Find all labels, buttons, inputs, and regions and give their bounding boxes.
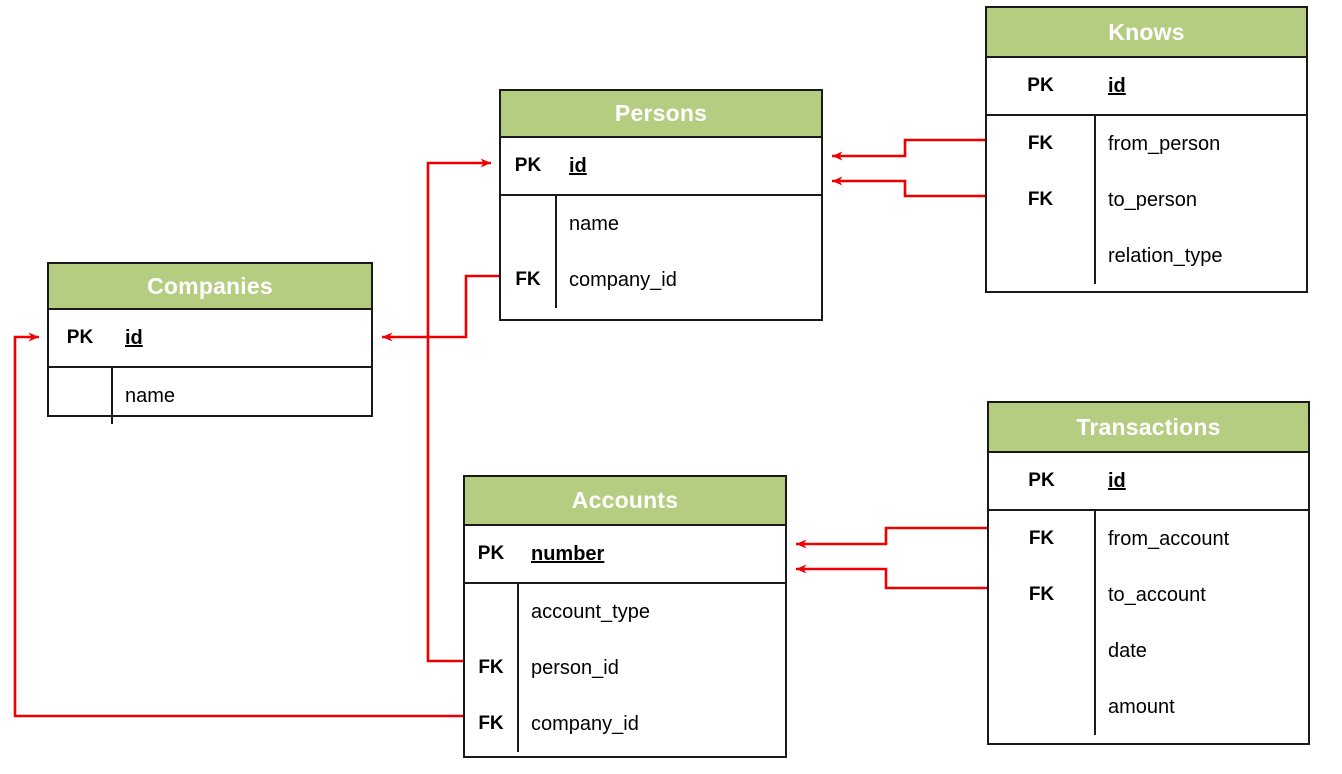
attribute-row[interactable]: FK person_id	[465, 640, 785, 696]
attribute-name: id	[1108, 74, 1126, 97]
attribute-key: FK	[478, 657, 504, 678]
attribute-name: id	[569, 154, 587, 177]
attribute-key: PK	[1028, 470, 1055, 491]
relationship-transactions-from-account[interactable]	[796, 526, 987, 549]
attribute-row[interactable]: name	[501, 196, 821, 252]
attribute-name: number	[531, 542, 605, 565]
attribute-row[interactable]: FK to_account	[989, 567, 1308, 623]
attribute-name: id	[1108, 469, 1126, 492]
attribute-key: FK	[1027, 189, 1054, 210]
attribute-row[interactable]: relation_type	[987, 228, 1306, 284]
attribute-key: PK	[477, 543, 505, 564]
attribute-key: PK	[66, 327, 94, 348]
attributes-section: name	[49, 368, 371, 424]
attribute-name: to_person	[1108, 188, 1197, 211]
entity-body-companies: PK id name	[49, 310, 371, 424]
attribute-name: name	[569, 212, 620, 235]
entity-header-persons: Persons	[501, 91, 821, 138]
attribute-name: date	[1108, 639, 1147, 662]
primary-key-section: PK id	[989, 453, 1308, 511]
entity-header-transactions: Transactions	[989, 403, 1308, 453]
key-column-divider	[1094, 116, 1096, 284]
attribute-name: company_id	[569, 268, 677, 291]
attribute-name: id	[125, 326, 143, 349]
attribute-name: name	[125, 384, 176, 407]
attribute-name: from_account	[1108, 527, 1230, 550]
attribute-name: amount	[1108, 695, 1175, 718]
primary-key-section: PK id	[987, 58, 1306, 116]
attribute-row[interactable]: PK id	[987, 58, 1306, 114]
attribute-row[interactable]: FK from_person	[987, 116, 1306, 172]
attribute-key: FK	[478, 713, 504, 734]
primary-key-section: PK number	[465, 526, 785, 584]
attribute-row[interactable]: name	[49, 368, 371, 424]
attribute-key: FK	[1028, 528, 1055, 549]
key-column-divider	[111, 368, 113, 424]
key-column-divider	[517, 584, 519, 752]
attribute-row[interactable]: account_type	[465, 584, 785, 640]
key-column-divider	[555, 196, 557, 308]
attribute-row[interactable]: PK id	[989, 453, 1308, 509]
attribute-name: account_type	[531, 600, 650, 623]
relationship-knows-to-person[interactable]	[832, 176, 985, 198]
relationship-persons-company[interactable]	[382, 274, 499, 342]
attribute-name: to_account	[1108, 583, 1206, 606]
attribute-row[interactable]: PK id	[49, 310, 371, 366]
attribute-name: from_person	[1108, 132, 1221, 155]
attribute-row[interactable]: FK company_id	[501, 252, 821, 308]
attribute-name: company_id	[531, 712, 639, 735]
attribute-key: FK	[1027, 133, 1054, 154]
entity-header-accounts: Accounts	[465, 477, 785, 526]
attribute-name: person_id	[531, 656, 619, 679]
attribute-row[interactable]: PK id	[501, 138, 821, 194]
relationship-knows-from-person[interactable]	[832, 138, 985, 161]
attribute-row[interactable]: FK to_person	[987, 172, 1306, 228]
key-column-divider	[1094, 511, 1096, 735]
attribute-key: PK	[1027, 75, 1054, 96]
attribute-name: relation_type	[1108, 244, 1223, 267]
attribute-row[interactable]: PK number	[465, 526, 785, 582]
attribute-key: PK	[514, 155, 542, 176]
attribute-key: FK	[515, 269, 541, 290]
entity-header-companies: Companies	[49, 264, 371, 310]
primary-key-section: PK id	[49, 310, 371, 368]
attribute-row[interactable]: date	[989, 623, 1308, 679]
attribute-row[interactable]: FK company_id	[465, 696, 785, 752]
relationship-transactions-to-account[interactable]	[796, 564, 987, 590]
attribute-key: FK	[1028, 584, 1055, 605]
attribute-row[interactable]: amount	[989, 679, 1308, 735]
entity-header-knows: Knows	[987, 8, 1306, 58]
primary-key-section: PK id	[501, 138, 821, 196]
attribute-row[interactable]: FK from_account	[989, 511, 1308, 567]
